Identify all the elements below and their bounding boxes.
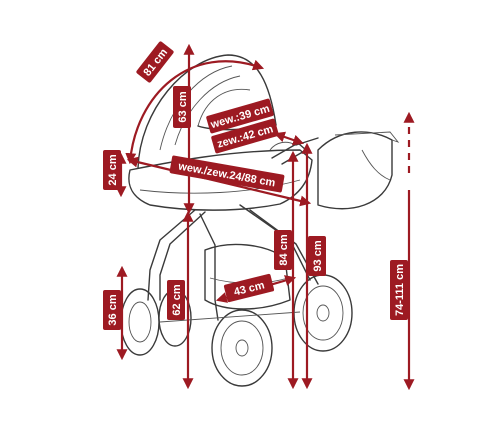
label-body-height-text: 24 cm [107, 154, 119, 185]
label-hood-height-text: 63 cm [177, 91, 189, 122]
label-total-height: 93 cm [308, 236, 326, 276]
label-hood-height: 63 cm [173, 86, 191, 128]
label-basket-width: 43 cm [223, 273, 275, 303]
label-body-height: 24 cm [103, 150, 121, 190]
width-line [273, 131, 305, 146]
label-wheel-height: 36 cm [103, 290, 121, 330]
label-handle-range-text: 74-111 cm [394, 264, 406, 316]
label-total-height-text: 93 cm [312, 240, 324, 271]
label-hood-arc: 81 cm [136, 41, 174, 83]
hood-arc-line [125, 59, 265, 165]
label-chassis-height-text: 62 cm [171, 284, 183, 315]
label-handle-low-text: 84 cm [278, 234, 290, 265]
label-length: wew./zew.24/88 cm [169, 155, 285, 193]
label-chassis-height: 62 cm [167, 280, 185, 320]
label-handle-low: 84 cm [274, 230, 292, 270]
label-wheel-height-text: 36 cm [107, 294, 119, 325]
label-handle-range: 74-111 cm [390, 260, 408, 320]
